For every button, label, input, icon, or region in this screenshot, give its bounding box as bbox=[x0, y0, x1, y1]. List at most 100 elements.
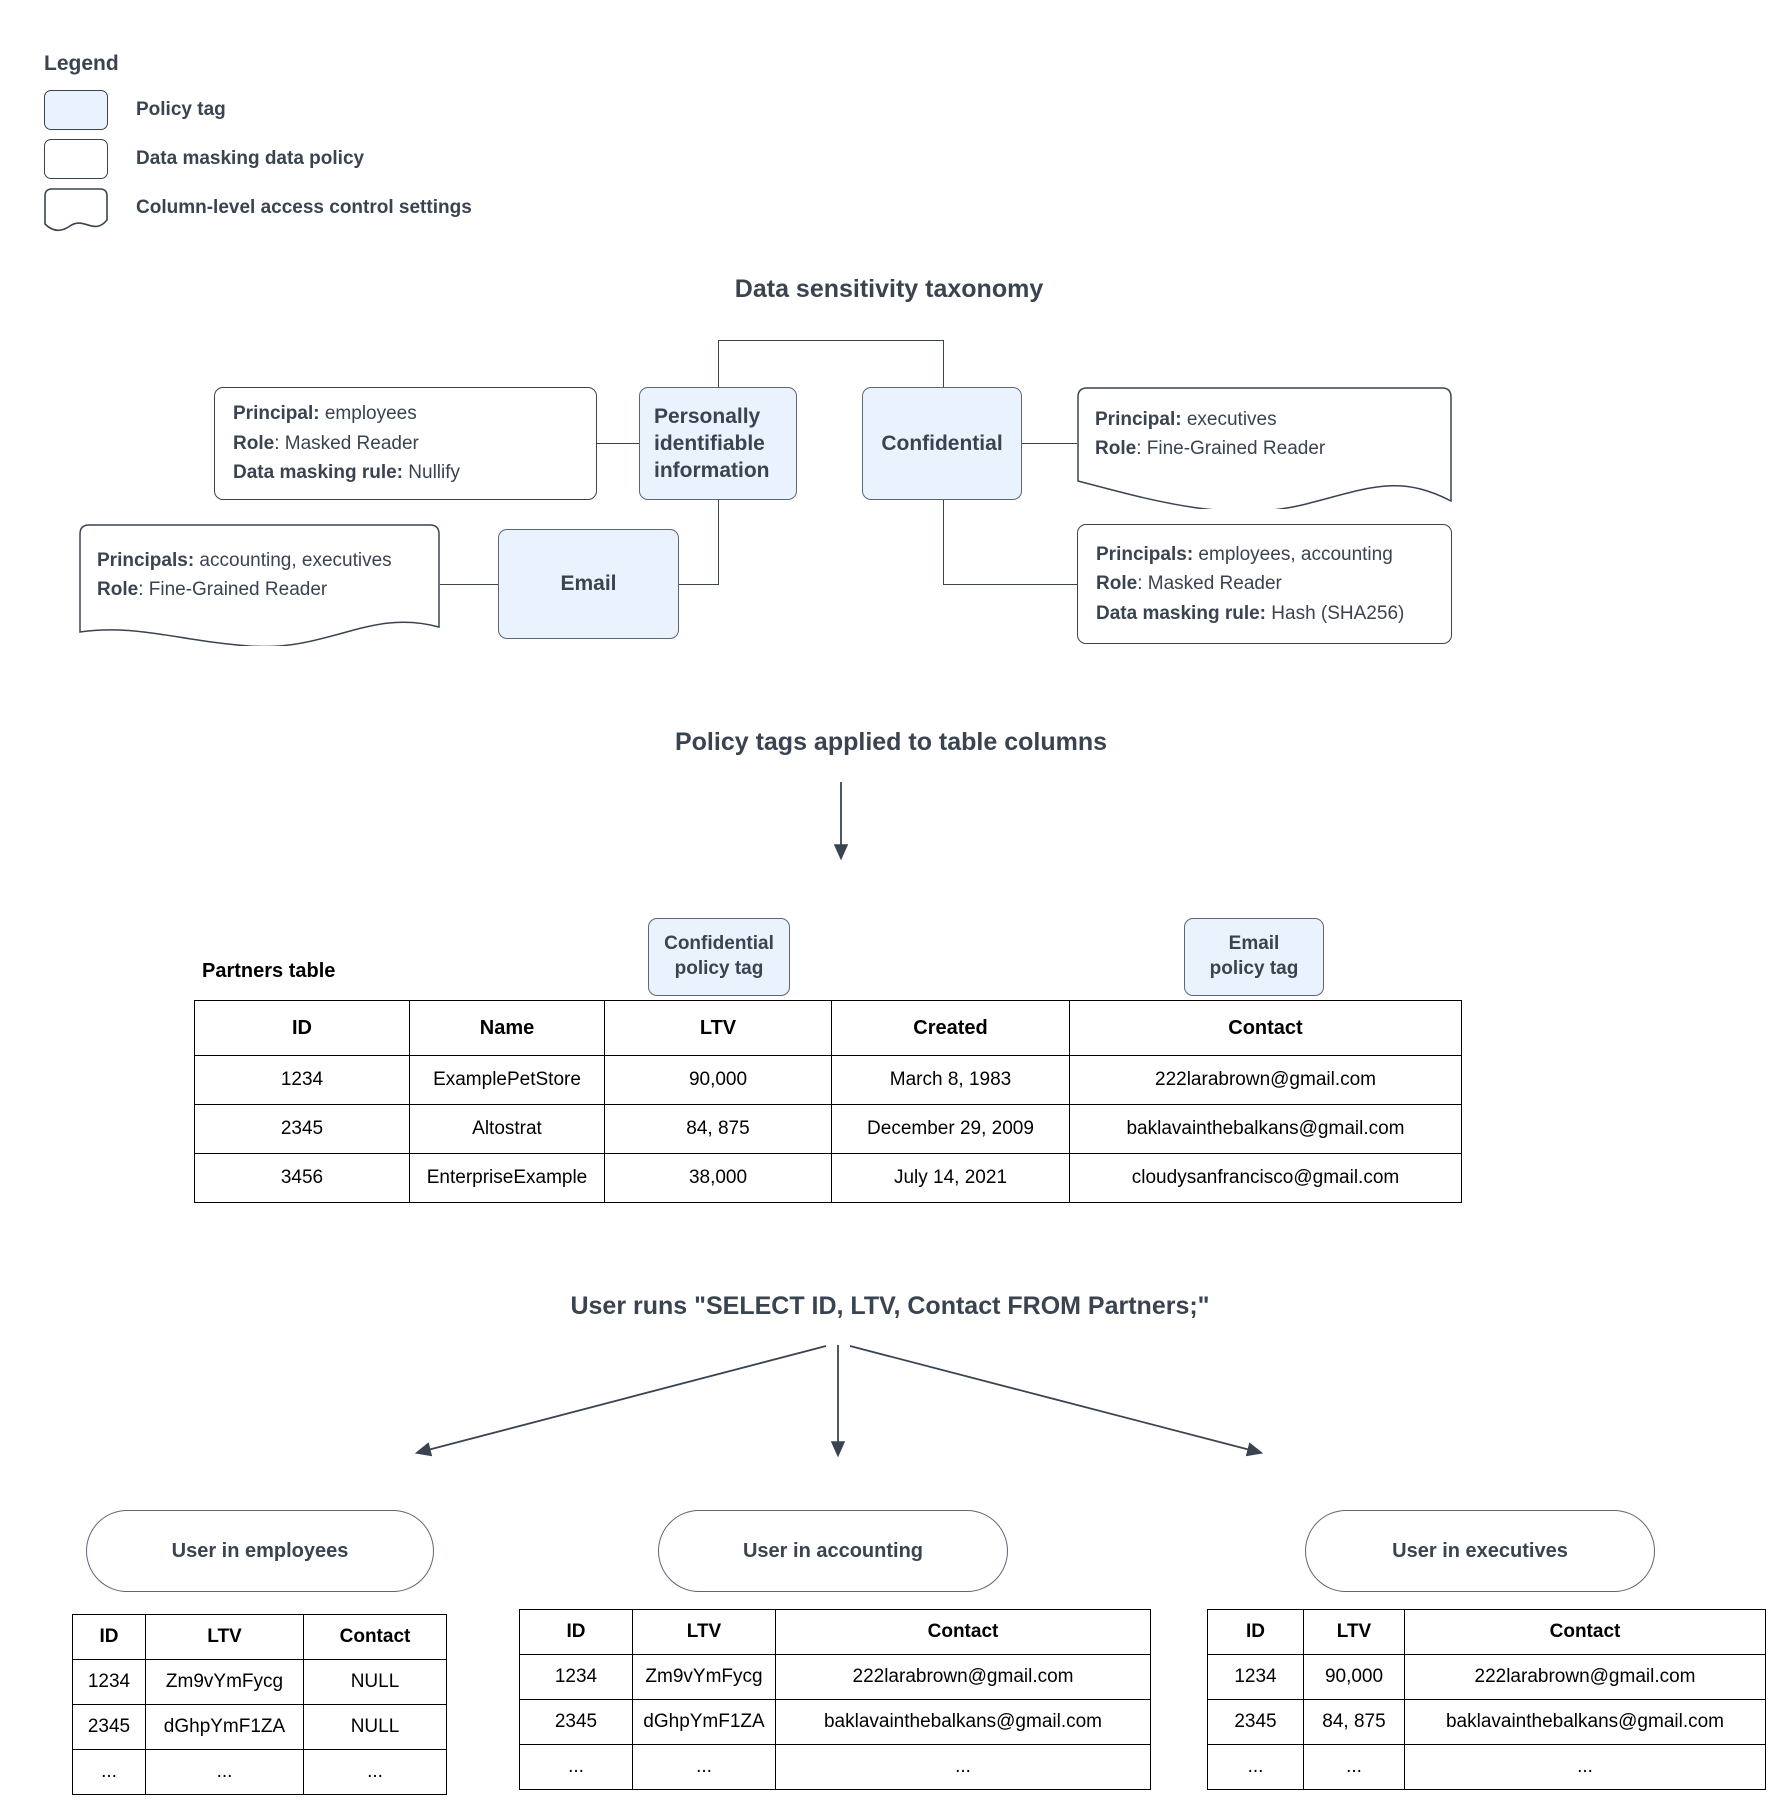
legend-item-data-masking: Data masking data policy bbox=[44, 137, 472, 181]
data-masking-policy-confidential[interactable]: Principals: employees, accounting Role: … bbox=[1077, 524, 1452, 644]
cell-ltv: 38,000 bbox=[604, 1153, 832, 1203]
column-header-id: ID bbox=[1207, 1609, 1304, 1655]
cell-id: 3456 bbox=[194, 1153, 410, 1203]
column-header-ltv: LTV bbox=[145, 1614, 304, 1660]
cell-id: 2345 bbox=[519, 1699, 633, 1745]
result-table-wrapper-employees: ID LTV Contact 1234 Zm9vYmFycg NULL 2345… bbox=[72, 1614, 447, 1795]
cell-id: ... bbox=[519, 1744, 633, 1790]
table-row: 1234 90,000 222larabrown@gmail.com bbox=[1207, 1654, 1766, 1700]
legend: Legend Policy tag Data masking data poli… bbox=[44, 52, 472, 235]
cell-ltv: ... bbox=[1303, 1744, 1405, 1790]
policy-line-key: Principals: bbox=[97, 550, 195, 571]
policy-line: Role: Fine-Grained Reader bbox=[1095, 434, 1325, 463]
cell-name: Altostrat bbox=[409, 1104, 605, 1154]
partners-table-caption: Partners table bbox=[202, 960, 336, 982]
legend-item-policy-tag: Policy tag bbox=[44, 88, 472, 132]
table-row: 2345 84, 875 baklavainthebalkans@gmail.c… bbox=[1207, 1699, 1766, 1745]
data-masking-policy-pii[interactable]: Principal: employees Role: Masked Reader… bbox=[214, 387, 597, 500]
table-row: ... ... ... bbox=[519, 1744, 1151, 1790]
cell-id: ... bbox=[1207, 1744, 1304, 1790]
pill-user-in-employees[interactable]: User in employees bbox=[86, 1510, 434, 1592]
cell-contact: 222larabrown@gmail.com bbox=[1404, 1654, 1766, 1700]
cell-ltv: Zm9vYmFycg bbox=[632, 1654, 776, 1700]
column-access-swatch-icon bbox=[44, 188, 108, 232]
column-header-id: ID bbox=[519, 1609, 633, 1655]
policy-line-key: Role bbox=[97, 579, 139, 601]
pill-label: User in accounting bbox=[742, 1539, 924, 1562]
taxonomy-connector bbox=[678, 584, 719, 586]
policy-line-key: Principals: bbox=[1096, 543, 1194, 565]
policy-line: Principals: employees, accounting bbox=[1096, 540, 1451, 569]
table-row: ... ... ... bbox=[1207, 1744, 1766, 1790]
policy-line-value: employees, accounting bbox=[1193, 543, 1393, 565]
tag-label-line1: Confidential bbox=[664, 933, 774, 955]
cell-ltv: ... bbox=[145, 1749, 304, 1795]
policy-line-value: executives bbox=[1181, 409, 1277, 430]
table-row: 1234 Zm9vYmFycg NULL bbox=[72, 1659, 447, 1705]
policy-line-key: Data masking rule: bbox=[233, 462, 403, 484]
taxonomy-connector bbox=[718, 340, 720, 387]
policy-tag-swatch-icon bbox=[44, 90, 108, 130]
policy-line-value: : Masked Reader bbox=[274, 432, 419, 454]
policy-line: Principal: employees bbox=[233, 399, 596, 428]
cell-contact: cloudysanfrancisco@gmail.com bbox=[1069, 1153, 1462, 1203]
table-row: 3456 EnterpriseExample 38,000 July 14, 2… bbox=[194, 1153, 1462, 1203]
taxonomy-connector bbox=[718, 340, 944, 342]
pill-user-in-accounting[interactable]: User in accounting bbox=[658, 1510, 1008, 1592]
taxonomy-section-title: Data sensitivity taxonomy bbox=[734, 275, 1044, 303]
cell-contact: ... bbox=[303, 1749, 447, 1795]
cell-id: 1234 bbox=[1207, 1654, 1304, 1700]
policy-line-value: : Fine-Grained Reader bbox=[138, 579, 328, 601]
table-header-row: ID LTV Contact bbox=[72, 1614, 447, 1660]
policy-line-key: Role bbox=[1095, 438, 1137, 460]
data-masking-swatch-icon bbox=[44, 139, 108, 179]
email-policy-tag-badge[interactable]: Email policy tag bbox=[1184, 918, 1324, 996]
table-row: 2345 dGhpYmF1ZA baklavainthebalkans@gmai… bbox=[519, 1699, 1151, 1745]
cell-id: ... bbox=[72, 1749, 146, 1795]
confidential-policy-tag-badge[interactable]: Confidential policy tag bbox=[648, 918, 790, 996]
cell-id: 2345 bbox=[72, 1704, 146, 1750]
policy-line-key: Principal: bbox=[1095, 409, 1182, 430]
column-access-policy-email[interactable]: Principals: accounting, executives Role:… bbox=[79, 524, 440, 646]
partners-table-wrapper: ID Name LTV Created Contact 1234 Example… bbox=[194, 1000, 1462, 1203]
table-header-row: ID LTV Contact bbox=[519, 1609, 1151, 1655]
policy-line-value: : Masked Reader bbox=[1137, 573, 1282, 595]
cell-contact: baklavainthebalkans@gmail.com bbox=[775, 1699, 1151, 1745]
policy-line-value: accounting, executives bbox=[194, 550, 392, 571]
cell-contact: NULL bbox=[303, 1659, 447, 1705]
legend-title: Legend bbox=[44, 52, 119, 75]
result-table-executives: ID LTV Contact 1234 90,000 222larabrown@… bbox=[1207, 1609, 1766, 1790]
result-table-employees: ID LTV Contact 1234 Zm9vYmFycg NULL 2345… bbox=[72, 1614, 447, 1795]
policy-tag-node-pii[interactable]: Personally identifiable information bbox=[639, 387, 797, 500]
policy-line-key: Role bbox=[1096, 573, 1138, 595]
policy-line-key: Data masking rule: bbox=[1096, 602, 1266, 624]
cell-contact: 222larabrown@gmail.com bbox=[1069, 1055, 1462, 1105]
table-header-row: ID LTV Contact bbox=[1207, 1609, 1766, 1655]
cell-ltv: dGhpYmF1ZA bbox=[145, 1704, 304, 1750]
node-label: Personally identifiable information bbox=[654, 404, 770, 483]
policy-tag-node-confidential[interactable]: Confidential bbox=[862, 387, 1022, 500]
tag-label-line2: policy tag bbox=[674, 958, 764, 979]
policy-line-key: Principal: bbox=[233, 403, 320, 425]
cell-id: 1234 bbox=[72, 1659, 146, 1705]
taxonomy-connector bbox=[1021, 443, 1077, 445]
result-table-wrapper-accounting: ID LTV Contact 1234 Zm9vYmFycg 222larabr… bbox=[519, 1609, 1151, 1790]
cell-name: ExamplePetStore bbox=[409, 1055, 605, 1105]
column-header-ltv: LTV bbox=[1303, 1609, 1405, 1655]
legend-item-label: Policy tag bbox=[136, 99, 226, 120]
policy-line: Principals: accounting, executives bbox=[97, 546, 392, 575]
result-table-wrapper-executives: ID LTV Contact 1234 90,000 222larabrown@… bbox=[1207, 1609, 1766, 1790]
policy-line: Role: Masked Reader bbox=[1096, 569, 1451, 598]
cell-contact: NULL bbox=[303, 1704, 447, 1750]
column-header-ltv: LTV bbox=[604, 1000, 832, 1056]
cell-ltv: 90,000 bbox=[604, 1055, 832, 1105]
column-header-id: ID bbox=[194, 1000, 410, 1056]
applied-section-title: Policy tags applied to table columns bbox=[674, 728, 1108, 756]
policy-tag-node-email[interactable]: Email bbox=[498, 529, 679, 639]
cell-ltv: 90,000 bbox=[1303, 1654, 1405, 1700]
column-header-id: ID bbox=[72, 1614, 146, 1660]
pill-user-in-executives[interactable]: User in executives bbox=[1305, 1510, 1655, 1592]
column-access-policy-confidential[interactable]: Principal: executives Role: Fine-Grained… bbox=[1077, 387, 1452, 509]
taxonomy-connector bbox=[440, 584, 498, 586]
